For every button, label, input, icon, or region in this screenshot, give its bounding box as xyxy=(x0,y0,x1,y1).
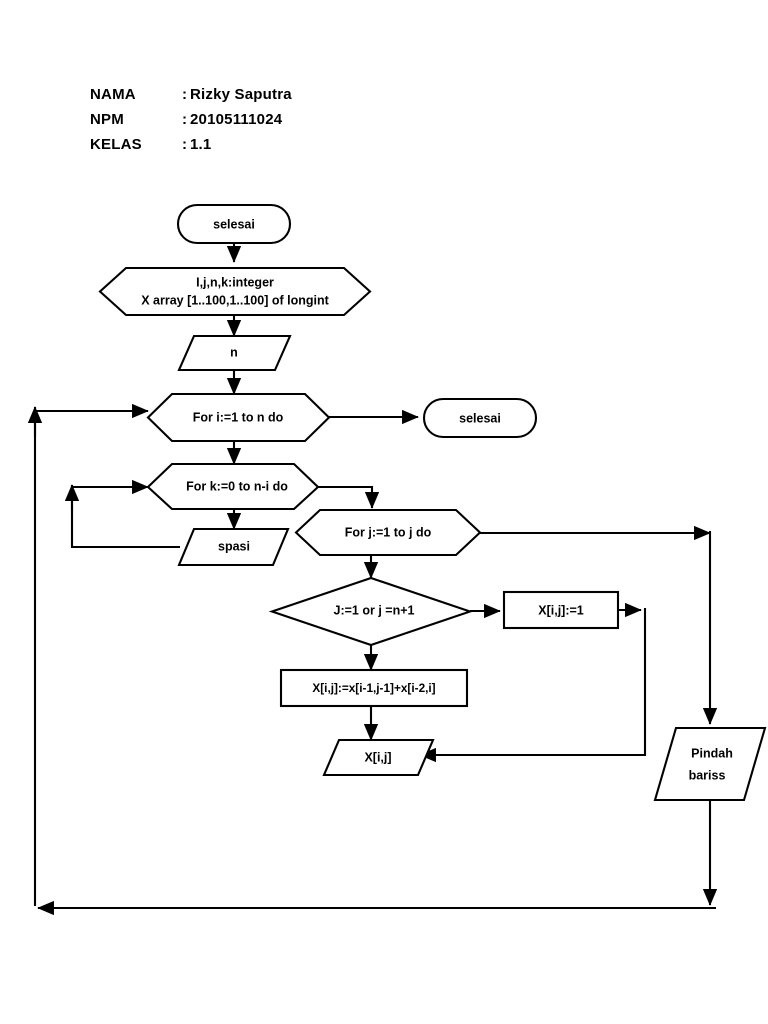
hexagon-shape xyxy=(146,392,331,443)
parallelogram-shape xyxy=(177,334,292,372)
node-start-label: selesai xyxy=(213,217,255,231)
node-for-j[interactable]: For j:=1 to j do xyxy=(294,508,482,557)
header-value-npm: 20105111024 xyxy=(190,111,283,128)
node-decision[interactable]: J:=1 or j =n+1 xyxy=(268,576,474,647)
header-row-nama: NAMA : Rizky Saputra xyxy=(90,86,420,111)
node-pindah-label-line2: bariss xyxy=(689,768,726,782)
node-declaration-label-line2: X array [1..100,1..100] of longint xyxy=(141,293,329,307)
connector-layer xyxy=(27,242,718,916)
header-value-nama: Rizky Saputra xyxy=(190,86,292,103)
connector-for-k-to-for-j xyxy=(318,485,380,509)
node-pindah-label-line1: Pindah xyxy=(691,746,733,760)
node-end-terminator[interactable]: selesai xyxy=(422,397,538,439)
node-decision-label: J:=1 or j =n+1 xyxy=(334,603,415,617)
header-separator-npm: : xyxy=(182,111,188,128)
node-input-n-label: n xyxy=(230,345,238,359)
connector-assign-one-down-left xyxy=(419,608,647,763)
node-spasi[interactable]: spasi xyxy=(177,527,290,567)
header-row-kelas: KELAS : 1.1 xyxy=(90,136,420,161)
node-assign-one-label: X[i,j]:=1 xyxy=(538,603,584,617)
parallelogram-shape xyxy=(177,527,290,567)
diamond-shape xyxy=(268,576,474,647)
terminator-shape xyxy=(176,203,292,245)
parallelogram-shape xyxy=(322,738,435,777)
process-shape xyxy=(279,668,469,708)
header-label-npm: NPM xyxy=(90,111,124,128)
node-end-label: selesai xyxy=(459,411,501,425)
connector-outer-left-rail xyxy=(33,403,149,906)
hexagon-shape xyxy=(146,462,320,511)
node-spasi-label: spasi xyxy=(218,539,250,553)
node-for-i[interactable]: For i:=1 to n do xyxy=(146,392,331,443)
node-output-x[interactable]: X[i,j] xyxy=(322,738,435,777)
node-input-n[interactable]: n xyxy=(177,334,292,372)
node-assign-sum[interactable]: X[i,j]:=x[i-1,j-1]+x[i-2,i] xyxy=(279,668,469,708)
parallelogram-shape xyxy=(653,726,767,802)
node-output-x-label: X[i,j] xyxy=(364,750,391,764)
hexagon-shape xyxy=(294,508,482,557)
node-start-terminator[interactable]: selesai xyxy=(176,203,292,245)
header-value-kelas: 1.1 xyxy=(190,136,212,153)
identity-header: NAMA : Rizky Saputra NPM : 20105111024 K… xyxy=(90,86,420,161)
header-label-kelas: KELAS xyxy=(90,136,142,153)
node-for-i-label: For i:=1 to n do xyxy=(193,410,284,424)
connector-spasi-loop-back xyxy=(70,479,180,549)
header-row-npm: NPM : 20105111024 xyxy=(90,111,420,136)
node-declaration[interactable]: I,j,n,k:integer X array [1..100,1..100] … xyxy=(98,266,372,317)
header-label-nama: NAMA xyxy=(90,86,136,103)
process-shape xyxy=(502,590,620,630)
node-pindah-bariss[interactable]: Pindah bariss xyxy=(653,726,767,802)
header-separator-nama: : xyxy=(182,86,188,103)
hexagon-shape xyxy=(98,266,372,317)
terminator-shape xyxy=(422,397,538,439)
header-separator-kelas: : xyxy=(182,136,188,153)
node-for-k-label: For k:=0 to n-i do xyxy=(186,479,288,493)
node-for-k[interactable]: For k:=0 to n-i do xyxy=(146,462,320,511)
node-for-j-label: For j:=1 to j do xyxy=(345,525,432,539)
node-declaration-label-line1: I,j,n,k:integer xyxy=(196,275,274,289)
node-assign-sum-label: X[i,j]:=x[i-1,j-1]+x[i-2,i] xyxy=(312,681,435,695)
node-assign-one[interactable]: X[i,j]:=1 xyxy=(502,590,620,630)
